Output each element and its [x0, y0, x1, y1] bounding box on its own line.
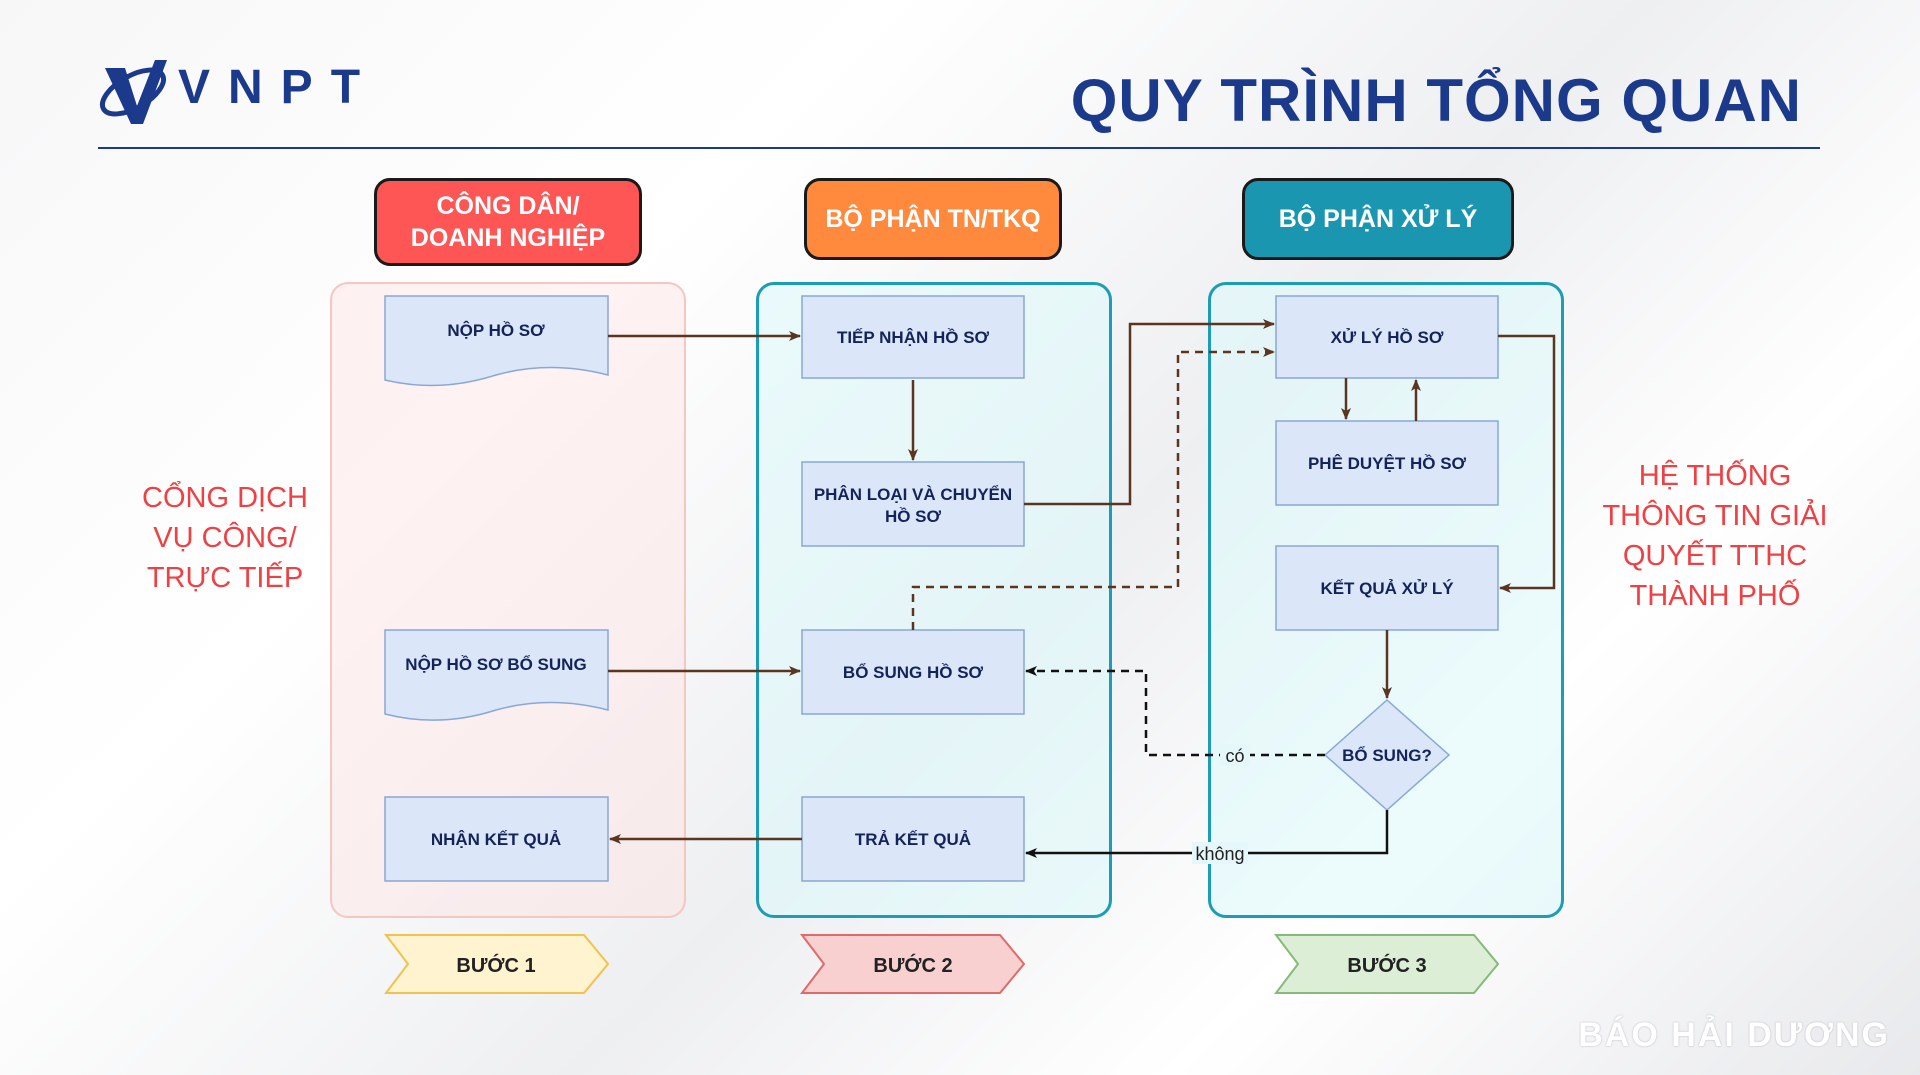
step-1-label: BƯỚC 1: [456, 953, 535, 977]
label-bo-sung-decision: BỔ SUNG?: [1342, 746, 1432, 765]
label-tiep-nhan-ho-so: TIẾP NHẬN HỒ SƠ: [837, 328, 990, 347]
step-3-chevron: [1273, 934, 1500, 994]
node-ket-qua-xu-ly: [1275, 545, 1499, 631]
label-bo-sung-ho-so: BỔ SUNG HỒ SƠ: [843, 663, 984, 682]
logo-text: VNPT: [178, 61, 379, 114]
title-divider: [98, 147, 1820, 149]
node-nop-ho-so: [384, 295, 609, 387]
edge-xu-ly-to-ket-qua: [1498, 334, 1556, 593]
side-label-right: HỆ THỐNG THÔNG TIN GIẢI QUYẾT TTHC THÀNH…: [1602, 460, 1828, 612]
step-3-label: BƯỚC 3: [1347, 953, 1426, 977]
node-tra-ket-qua: [801, 796, 1025, 882]
edge-bo-sung-to-xu-ly: [911, 347, 1275, 630]
label-xu-ly-ho-so: XỬ LÝ HỒ SƠ: [1331, 328, 1444, 347]
node-tiep-nhan-ho-so: [801, 295, 1025, 379]
node-phe-duyet: [1275, 420, 1499, 506]
label-nop-ho-so-bo-sung: NỘP HỒ SƠ BỔ SUNG: [405, 655, 586, 674]
node-nop-ho-so-bo-sung: [384, 629, 609, 721]
step-2-label: BƯỚC 2: [873, 953, 952, 977]
step-1-chevron: [383, 934, 610, 994]
lane-header-processing: BỘ PHẬN XỬ LÝ: [1242, 178, 1514, 260]
lane-header-citizen: CÔNG DÂN/ DOANH NGHIỆP: [374, 178, 642, 266]
side-label-left: CỔNG DỊCH VỤ CÔNG/ TRỰC TIẾP: [142, 482, 308, 594]
edge-phan-loai-to-xu-ly: [1024, 319, 1275, 506]
label-ket-qua-xu-ly: KẾT QUẢ XỬ LÝ: [1320, 579, 1454, 598]
edge-decision-yes: [1025, 666, 1325, 757]
vnpt-logo-icon: [99, 60, 167, 124]
edge-label-no: không: [1195, 844, 1244, 864]
edge-decision-no: [1025, 810, 1389, 858]
label-phan-loai-line2: HỒ SƠ: [885, 507, 942, 526]
node-nhan-ket-qua: [384, 796, 609, 882]
node-phan-loai: [801, 461, 1025, 547]
label-tra-ket-qua: TRẢ KẾT QUẢ: [855, 830, 971, 849]
page-title: QUY TRÌNH TỔNG QUAN: [1070, 67, 1802, 134]
label-nhan-ket-qua: NHẬN KẾT QUẢ: [431, 830, 561, 849]
edge-label-yes: có: [1225, 746, 1244, 766]
step-2-chevron: [799, 934, 1026, 994]
label-phe-duyet-ho-so: PHÊ DUYỆT HỒ SƠ: [1308, 454, 1467, 473]
lane-header-reception: BỘ PHẬN TN/TKQ: [804, 178, 1062, 260]
node-bo-sung-ho-so: [801, 629, 1025, 715]
label-nop-ho-so: NỘP HỒ SƠ: [447, 321, 545, 340]
label-phan-loai-line1: PHÂN LOẠI VÀ CHUYỂN: [814, 485, 1012, 504]
node-xu-ly-ho-so: [1275, 295, 1499, 379]
watermark: BÁO HẢI DƯƠNG: [1578, 1016, 1890, 1054]
